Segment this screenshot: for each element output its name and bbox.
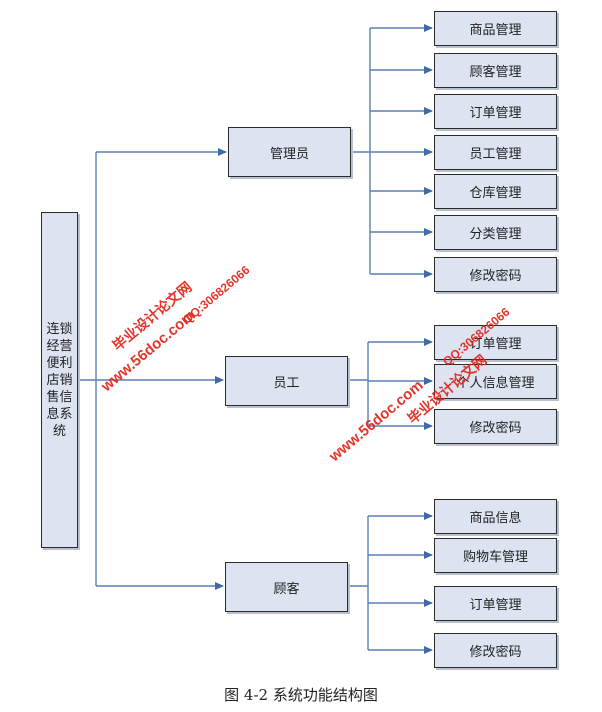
function-node-label: 商品管理 [469,23,522,38]
connector-lines [78,24,433,654]
function-node-label: 修改密码 [469,421,522,436]
figure-caption: 图 4-2 系统功能结构图 [224,686,378,704]
function-node-label: 顾客管理 [469,65,522,80]
function-node-label: 修改密码 [469,645,522,660]
function-node: 修改密码 [434,409,557,444]
function-node: 员工管理 [434,135,557,170]
role-node-label: 管理员 [269,146,309,162]
role-node-customer: 顾客 [225,562,348,612]
function-node: 购物车管理 [434,538,557,573]
role-node-admin: 管理员 [228,127,351,177]
function-node-label: 订单管理 [469,337,522,352]
function-node: 订单管理 [434,586,557,621]
function-node: 修改密码 [434,633,557,668]
function-node-label: 商品信息 [469,511,522,526]
root-node-label: 连锁经营便利店销售信息系统 [46,321,73,439]
function-node-label: 分类管理 [469,227,522,242]
function-node-label: 个人信息管理 [456,376,535,391]
function-node-label: 修改密码 [469,269,522,284]
function-node-label: 仓库管理 [469,186,522,201]
function-node: 订单管理 [434,325,557,360]
function-node-label: 员工管理 [469,147,522,162]
function-node: 分类管理 [434,215,557,250]
function-node: 修改密码 [434,257,557,292]
function-node: 订单管理 [434,94,557,129]
root-node: 连锁经营便利店销售信息系统 [41,212,78,548]
function-node: 顾客管理 [434,53,557,88]
function-node: 商品管理 [434,11,557,46]
role-node-label: 顾客 [273,581,300,597]
role-node-label: 员工 [273,375,300,391]
function-node: 仓库管理 [434,174,557,209]
function-node-label: 购物车管理 [462,550,528,565]
role-node-employee: 员工 [225,356,348,406]
function-node-label: 订单管理 [469,106,522,121]
function-node: 个人信息管理 [434,364,557,399]
function-node: 商品信息 [434,499,557,534]
function-node-label: 订单管理 [469,598,522,613]
